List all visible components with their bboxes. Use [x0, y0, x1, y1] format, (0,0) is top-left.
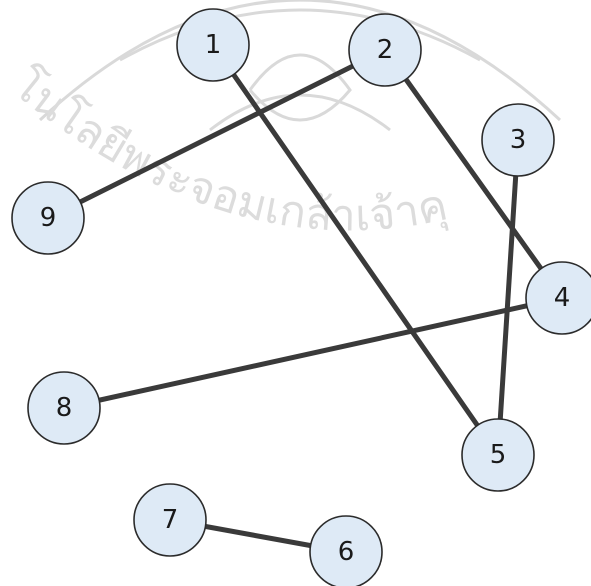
node-layer: 1 2 3 4 5 6 7 8 9 — [11, 8, 591, 586]
node-4: 4 — [525, 261, 591, 335]
edge-1-5 — [210, 42, 501, 458]
node-8: 8 — [27, 371, 101, 445]
node-label-6: 6 — [338, 537, 355, 567]
node-circle-2 — [348, 13, 422, 87]
node-circle-1 — [176, 8, 250, 82]
node-5: 5 — [461, 418, 535, 492]
node-circle-7 — [133, 483, 207, 557]
node-circle-4 — [525, 261, 591, 335]
node-3: 3 — [481, 103, 555, 177]
edge-4-8 — [61, 295, 565, 411]
node-label-3: 3 — [510, 125, 527, 155]
node-label-7: 7 — [162, 505, 179, 535]
node-circle-5 — [461, 418, 535, 492]
edge-3-5 — [495, 137, 521, 458]
node-label-8: 8 — [56, 393, 73, 423]
watermark-inner-arc — [119, 8, 481, 62]
node-circle-8 — [27, 371, 101, 445]
node-2: 2 — [348, 13, 422, 87]
node-circle-6 — [309, 515, 383, 586]
watermark-outer-arc — [38, 0, 562, 122]
edge-2-9 — [45, 47, 388, 221]
node-circle-3 — [481, 103, 555, 177]
node-7: 7 — [133, 483, 207, 557]
node-label-1: 1 — [205, 30, 222, 60]
node-label-4: 4 — [554, 283, 571, 313]
node-label-2: 2 — [377, 35, 394, 65]
watermark-emblem — [248, 53, 352, 122]
node-label-9: 9 — [40, 203, 57, 233]
node-circle-9 — [11, 181, 85, 255]
node-9: 9 — [11, 181, 85, 255]
node-1: 1 — [176, 8, 250, 82]
node-6: 6 — [309, 515, 383, 586]
edge-2-4 — [382, 47, 565, 301]
node-label-5: 5 — [490, 440, 507, 470]
